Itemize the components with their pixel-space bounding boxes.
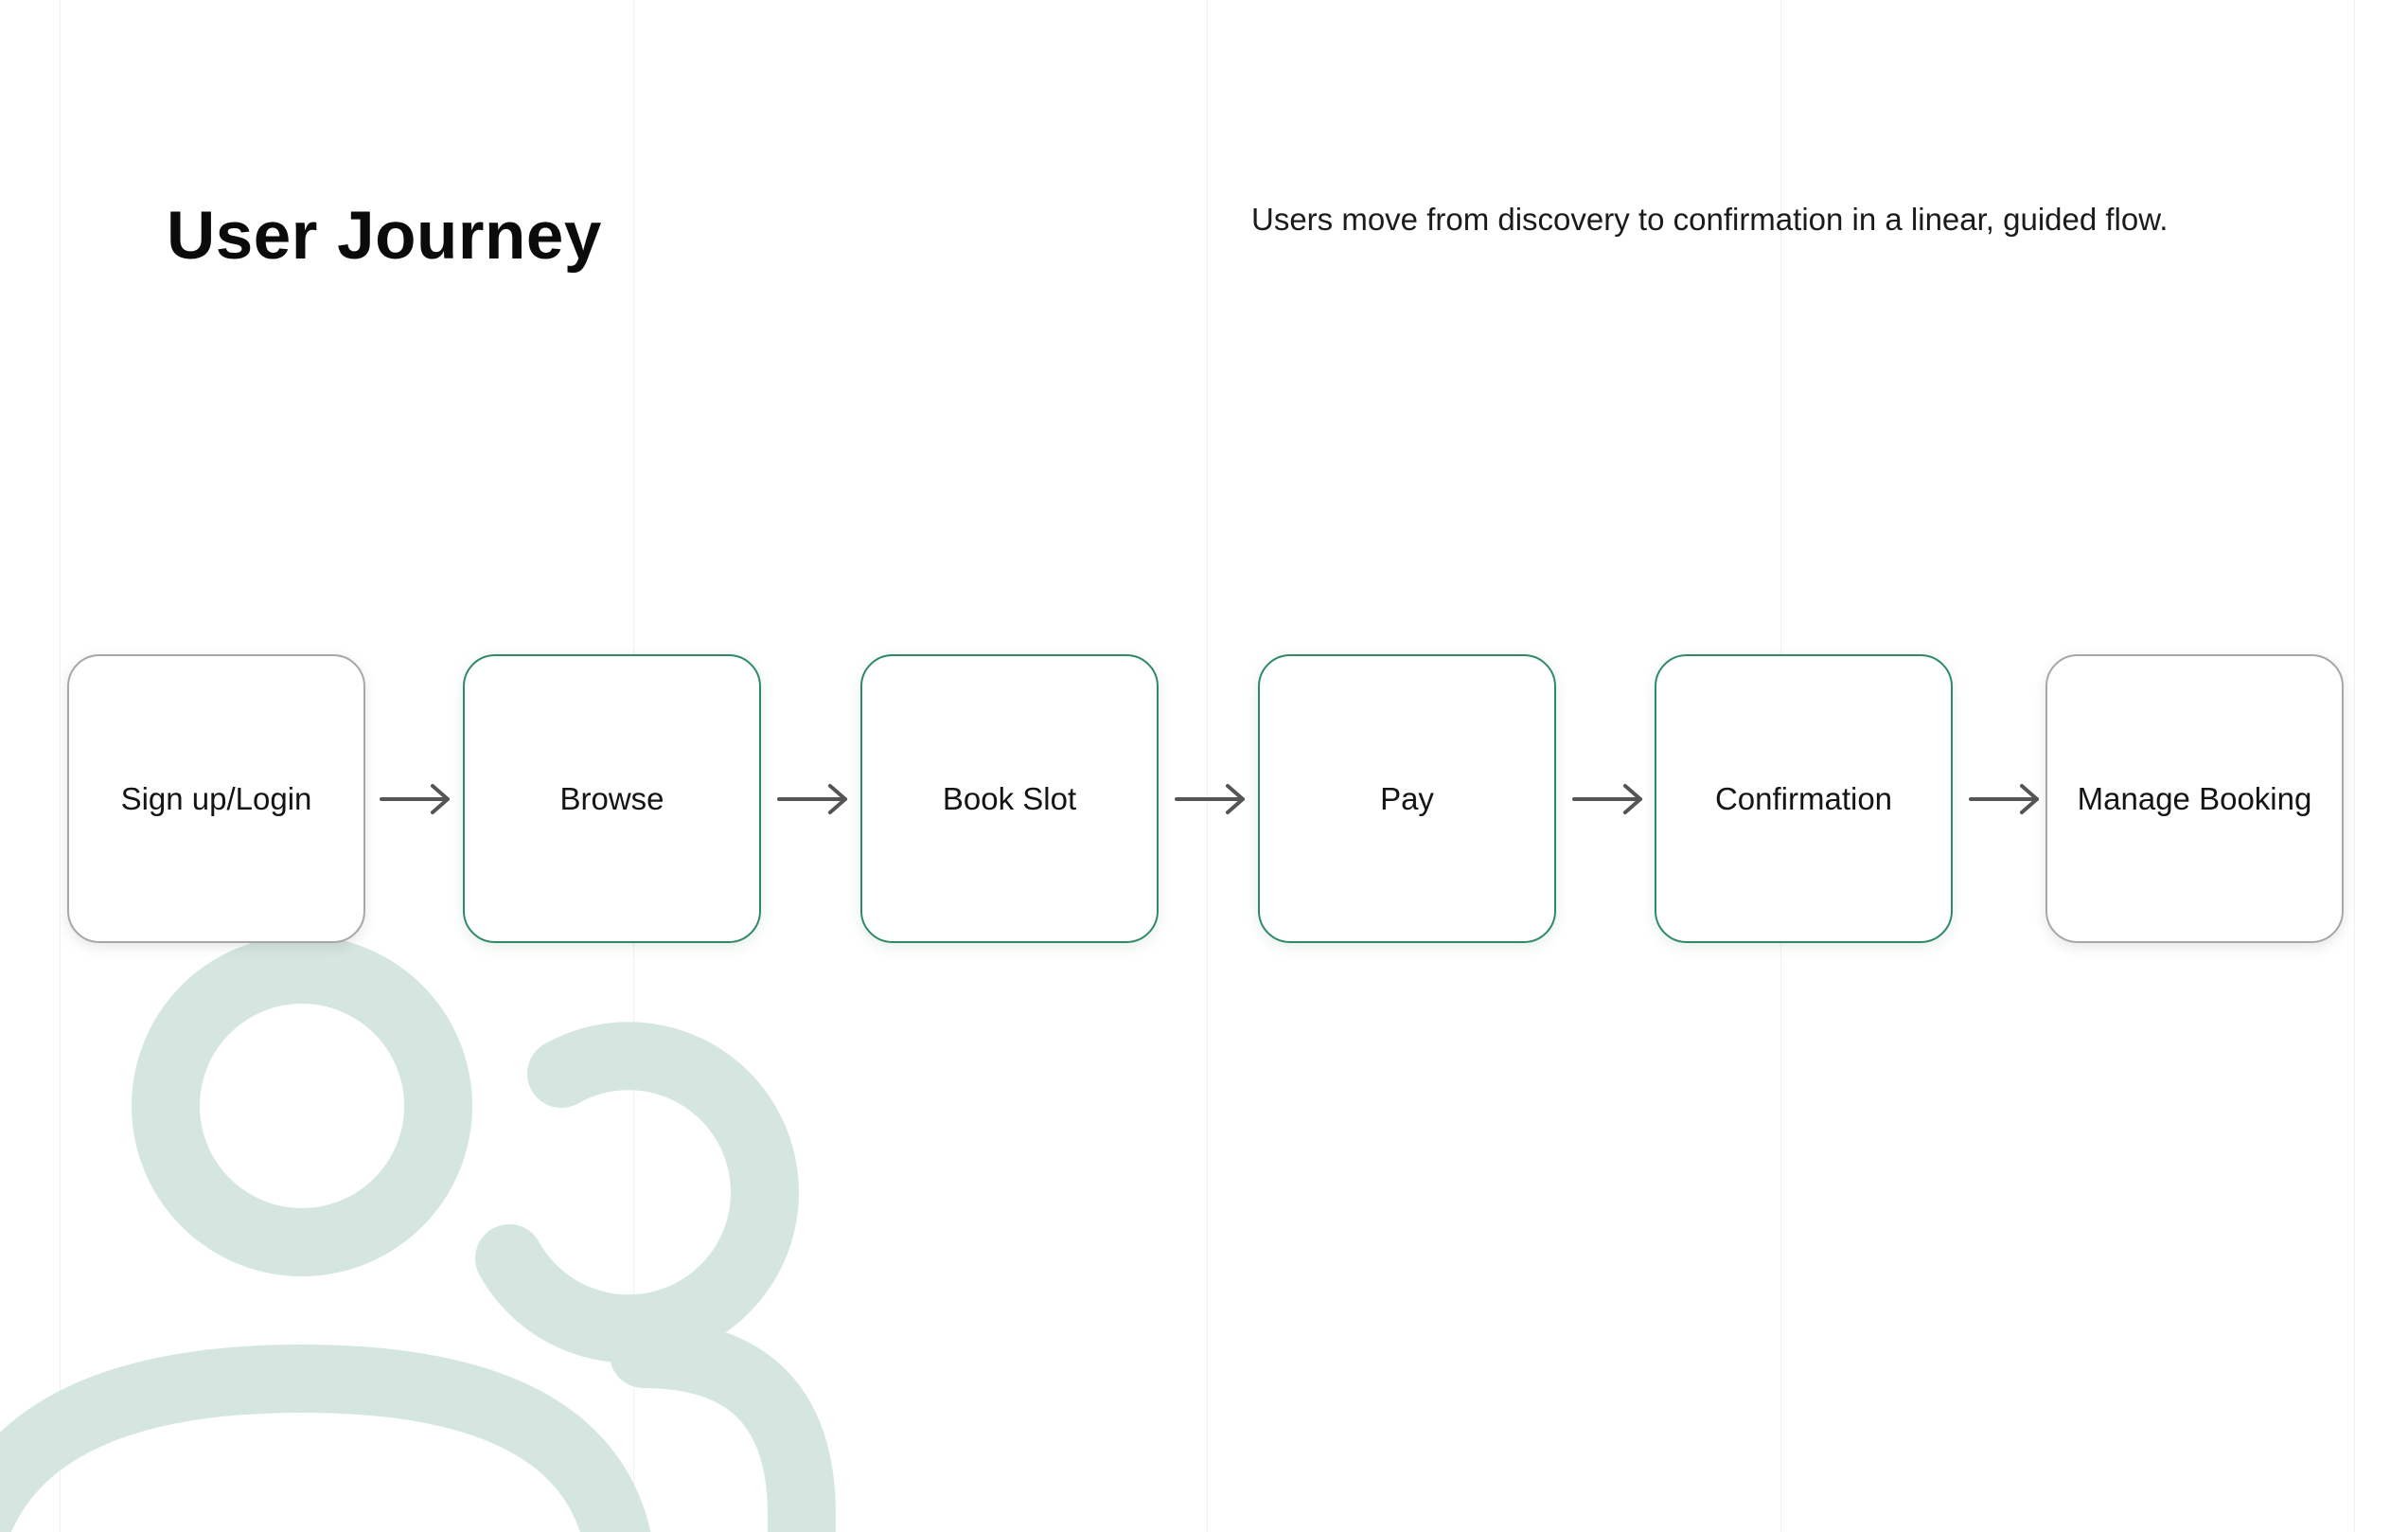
- step-book-slot: Book Slot: [860, 654, 1159, 943]
- step-confirmation: Confirmation: [1655, 654, 1953, 943]
- user-journey-flow: Sign up/Login Browse Book Slot Pay Confi…: [67, 654, 2344, 943]
- arrow-right-icon: [1175, 784, 1245, 814]
- step-label: Book Slot: [942, 780, 1077, 816]
- column-guide: [2354, 0, 2355, 1532]
- step-manage-booking: Manage Booking: [2045, 654, 2344, 943]
- column-guide: [60, 0, 61, 1532]
- step-label: Confirmation: [1714, 780, 1893, 816]
- arrow-right-icon: [1969, 784, 2039, 814]
- page-subtitle: Users move from discovery to confirmatio…: [1251, 202, 2169, 237]
- step-label: Manage Booking: [2077, 780, 2312, 816]
- step-label: Pay: [1380, 780, 1434, 816]
- arrow-right-icon: [380, 784, 450, 814]
- page-title: User Journey: [167, 199, 602, 274]
- step-label: Browse: [559, 780, 664, 816]
- step-sign-up-login: Sign up/Login: [67, 654, 365, 943]
- step-browse: Browse: [463, 654, 761, 943]
- column-guide: [1207, 0, 1208, 1532]
- step-pay: Pay: [1258, 654, 1556, 943]
- arrow-right-icon: [777, 784, 847, 814]
- arrow-right-icon: [1572, 784, 1642, 814]
- step-label: Sign up/Login: [120, 780, 312, 816]
